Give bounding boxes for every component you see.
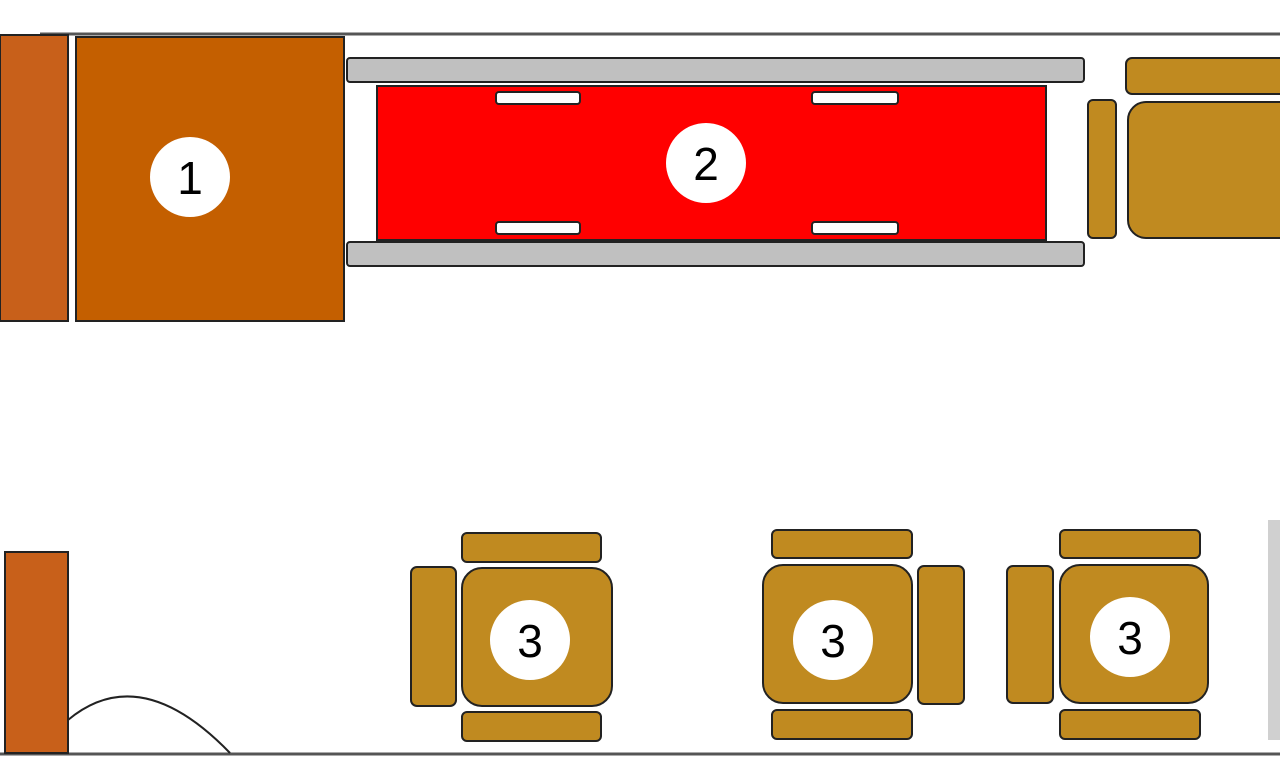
item-3-chair: 3 (762, 529, 965, 740)
handle (495, 91, 581, 105)
rail-bottom (346, 241, 1085, 267)
label-3: 3 (517, 615, 543, 667)
label-3: 3 (1117, 612, 1143, 664)
rail-top (346, 57, 1085, 83)
door-frame (4, 551, 69, 754)
handle (495, 221, 581, 235)
label-circle-1 (150, 137, 230, 217)
label-circle-2 (666, 123, 746, 203)
item-1-cabinet: 1 (75, 36, 345, 322)
label-3: 3 (820, 615, 846, 667)
handle (811, 221, 899, 235)
label-2: 2 (693, 138, 719, 190)
door-swing-arc (67, 695, 231, 754)
handle (811, 91, 899, 105)
armchair-right-partial (1087, 57, 1280, 239)
label-1: 1 (177, 152, 203, 204)
side-cabinet (0, 34, 69, 322)
item-3-chair: 3 (410, 532, 613, 742)
item-2-bed: 2 (346, 57, 1085, 267)
item-3-chair: 3 (1006, 529, 1209, 740)
partial-gray-panel (1268, 520, 1280, 740)
